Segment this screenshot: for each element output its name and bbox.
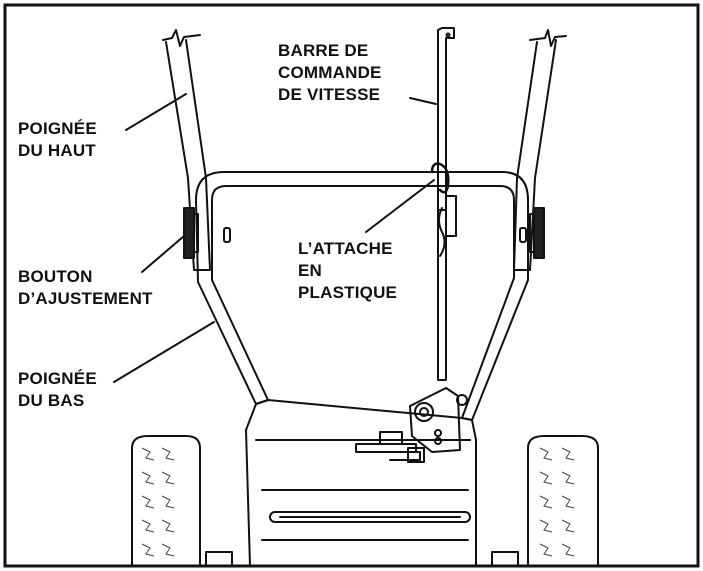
plastic-tie	[430, 162, 450, 194]
label-adjust-knob: BOUTON D’AJUSTEMENT	[18, 266, 153, 310]
adjust-knob-left	[183, 207, 199, 259]
label-plastic-tie-line3: PLASTIQUE	[298, 283, 398, 302]
label-speed-bar: BARRE DE COMMANDE DE VITESSE	[278, 40, 382, 106]
deck-body	[245, 399, 477, 567]
adjust-knob-right	[529, 207, 545, 259]
leader-upper-handle	[125, 93, 187, 131]
label-speed-bar-line2: COMMANDE	[278, 63, 382, 82]
label-plastic-tie-line2: EN	[298, 261, 323, 280]
wheel-tread-right	[539, 447, 575, 557]
diagram-border	[3, 3, 700, 568]
label-adjust-knob-line2: D’AJUSTEMENT	[18, 289, 153, 308]
label-speed-bar-line1: BARRE DE	[278, 41, 369, 60]
label-upper-handle-line1: POIGNÉE	[18, 119, 97, 138]
leader-lower-handle	[113, 321, 215, 383]
label-lower-handle-line1: POIGNÉE	[18, 369, 97, 388]
label-upper-handle: POIGNÉE DU HAUT	[18, 118, 97, 162]
label-adjust-knob-line1: BOUTON	[18, 267, 93, 286]
leader-adjust-knob	[141, 235, 185, 273]
label-lower-handle-line2: DU BAS	[18, 391, 85, 410]
leader-speed-bar	[409, 97, 437, 105]
label-upper-handle-line2: DU HAUT	[18, 141, 96, 160]
pivot-bracket	[355, 387, 468, 463]
wheel-tread-left	[141, 447, 175, 557]
wheel-right	[491, 435, 599, 567]
label-plastic-tie-line1: L’ATTACHE	[298, 239, 393, 258]
upper-handle-left	[162, 29, 211, 271]
wheel-left	[131, 435, 233, 567]
label-lower-handle: POIGNÉE DU BAS	[18, 368, 97, 412]
label-speed-bar-line3: DE VITESSE	[278, 85, 381, 104]
label-plastic-tie: L’ATTACHE EN PLASTIQUE	[298, 238, 397, 304]
speed-control-bar	[437, 27, 457, 381]
upper-handle-right	[513, 29, 567, 271]
leader-plastic-tie	[365, 179, 435, 233]
lower-handle	[195, 171, 529, 421]
